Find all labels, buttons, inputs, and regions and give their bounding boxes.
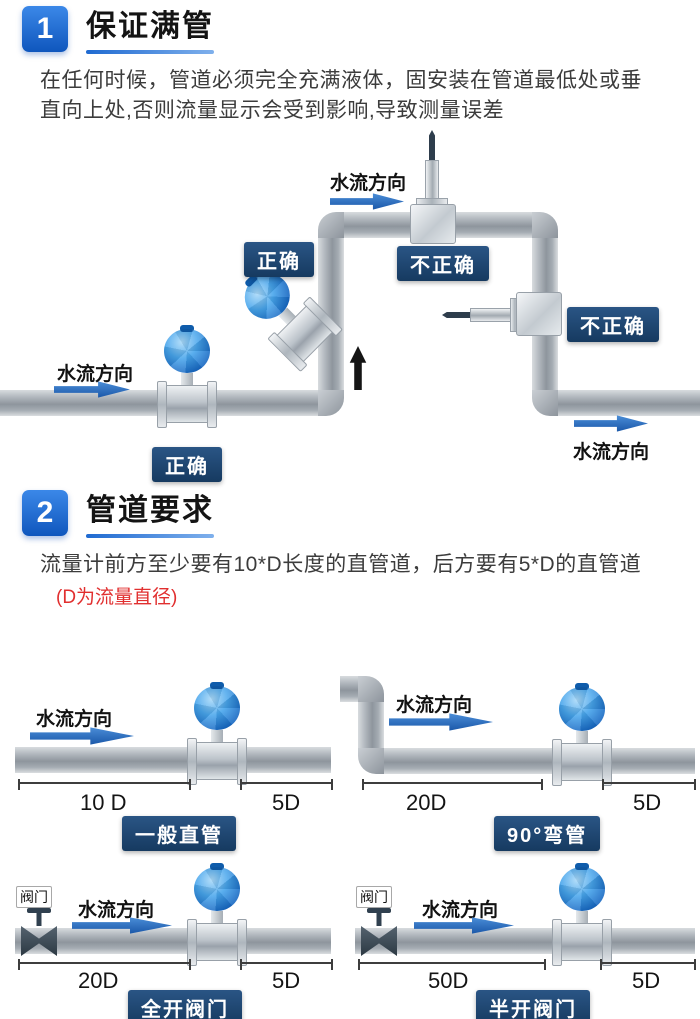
valve-label: 阀门 xyxy=(356,886,392,908)
flow-direction-label: 水流方向 xyxy=(36,709,113,730)
pipe-segment xyxy=(355,928,695,954)
flow-arrow-up-icon xyxy=(349,346,367,390)
pipe-elbow xyxy=(358,748,384,774)
flow-direction-label: 水流方向 xyxy=(57,364,134,385)
panel-caption-badge: 90°弯管 xyxy=(494,816,601,851)
meter-neck xyxy=(576,911,588,923)
section1-title: 保证满管 xyxy=(86,10,214,43)
pipe-elbow xyxy=(318,390,344,416)
meter-neck xyxy=(181,373,193,385)
status-badge-incorrect: 不正确 xyxy=(397,246,489,281)
section1-title-wrap: 保证满管 xyxy=(86,6,214,54)
dimension-label: 10 D xyxy=(80,790,127,815)
dimension-line xyxy=(358,959,546,970)
dimension-line xyxy=(18,779,191,790)
valve-stem xyxy=(36,913,42,926)
section2-title-wrap: 管道要求 xyxy=(86,490,214,538)
meter-neck xyxy=(211,730,223,742)
flow-direction-label: 水流方向 xyxy=(573,442,650,463)
valve-icon xyxy=(361,908,397,970)
panel-caption-badge: 半开阀门 xyxy=(476,990,590,1019)
pipe-elbow xyxy=(532,212,558,238)
section1-number-badge: 1 xyxy=(22,6,68,52)
status-badge-incorrect: 不正确 xyxy=(567,307,659,342)
section2-title: 管道要求 xyxy=(86,494,214,527)
meter-inline-body xyxy=(187,919,247,966)
section2-body: 流量计前方至少要有10*D长度的直管道，后方要有5*D的直管道 xyxy=(40,553,642,576)
status-badge-correct: 正确 xyxy=(244,242,314,277)
meter-inline-body xyxy=(157,381,217,428)
dimension-label: 20D xyxy=(78,968,119,993)
flow-direction-label: 水流方向 xyxy=(330,173,407,194)
dimension-line xyxy=(600,959,696,970)
status-badge-correct: 正确 xyxy=(152,447,222,482)
flow-direction-label: 水流方向 xyxy=(396,695,473,716)
section2-number-badge: 2 xyxy=(22,490,68,536)
section2-title-underline xyxy=(86,533,214,538)
pipe-segment xyxy=(384,748,695,774)
pipe-segment xyxy=(558,390,700,416)
meter-neck xyxy=(211,911,223,923)
flow-direction-label: 水流方向 xyxy=(78,900,155,921)
section1-title-underline xyxy=(86,49,214,54)
pipe-segment xyxy=(15,747,331,773)
insertion-sensor-body xyxy=(516,292,562,336)
dimension-line xyxy=(602,779,696,790)
valve-stem xyxy=(376,913,382,926)
meter-inline-body xyxy=(187,738,247,785)
dimension-label: 5D xyxy=(272,968,301,993)
flow-meter xyxy=(157,329,217,428)
flow-arrow-right-icon xyxy=(574,415,648,432)
valve-icon xyxy=(21,908,57,970)
meter-inline-body xyxy=(552,919,612,966)
section2-header: 2 管道要求 xyxy=(22,490,214,538)
section1-body-line1: 在任何时候，管道必须完全充满液体，固安装在管道最低处或垂 xyxy=(40,69,642,92)
panel-caption-badge: 全开阀门 xyxy=(128,990,242,1019)
valve-body xyxy=(21,926,57,956)
dimension-line xyxy=(362,779,543,790)
flow-arrow-right-icon xyxy=(330,193,404,210)
flow-meter xyxy=(187,686,247,785)
panel-caption-badge: 一般直管 xyxy=(122,816,236,851)
meter-sensor-head xyxy=(559,687,605,731)
dimension-label: 20D xyxy=(406,790,447,815)
insertion-sensor-body xyxy=(410,204,456,244)
meter-inline-body xyxy=(552,739,612,786)
valve-label: 阀门 xyxy=(16,886,52,908)
insertion-sensor-needle xyxy=(429,130,435,164)
pipe-segment xyxy=(340,676,358,702)
meter-sensor-head xyxy=(194,686,240,730)
flow-meter xyxy=(552,867,612,966)
meter-sensor-head xyxy=(559,867,605,911)
valve-handle xyxy=(27,908,51,913)
valve-body xyxy=(361,926,397,956)
valve-handle xyxy=(367,908,391,913)
flow-meter xyxy=(552,687,612,786)
pipe-elbow xyxy=(318,212,344,238)
dimension-label: 5D xyxy=(632,968,661,993)
pipe-elbow xyxy=(532,390,558,416)
meter-sensor-head xyxy=(194,867,240,911)
section1-header: 1 保证满管 xyxy=(22,6,214,54)
dimension-line xyxy=(240,959,333,970)
pipe-segment xyxy=(15,928,331,954)
dimension-line xyxy=(18,959,191,970)
insertion-sensor-rod xyxy=(470,308,514,322)
meter-sensor-head xyxy=(164,329,210,373)
pipe-elbow xyxy=(358,676,384,702)
pipe-segment xyxy=(358,702,384,748)
flow-direction-label: 水流方向 xyxy=(422,900,499,921)
dimension-label: 5D xyxy=(272,790,301,815)
meter-neck xyxy=(576,731,588,743)
flow-meter xyxy=(187,867,247,966)
dimension-line xyxy=(240,779,333,790)
section2-note: (D为流量直径) xyxy=(56,587,178,608)
section1-body-line2: 直向上处,否则流量显示会受到影响,导致测量误差 xyxy=(40,99,505,122)
insertion-sensor-needle xyxy=(442,312,472,318)
dimension-label: 50D xyxy=(428,968,469,993)
dimension-label: 5D xyxy=(633,790,662,815)
